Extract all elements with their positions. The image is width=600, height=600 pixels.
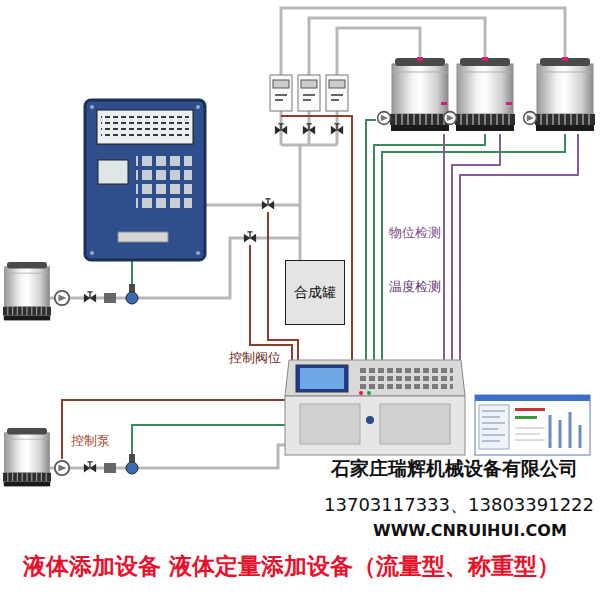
console-screen [296,365,348,392]
pump-symbol [378,112,391,125]
software-screenshot [475,395,590,455]
display-segments [101,114,189,140]
small-display [98,160,128,184]
window-rows [515,428,545,440]
valve-symbol [84,462,96,473]
unit-display [301,80,317,88]
console-logo [366,416,374,424]
indicator-light [367,391,371,395]
valve-control-label: 控制阀位 [228,350,282,366]
valve-symbol [84,292,96,303]
storage-tank [535,58,595,131]
dosing-units [270,75,348,111]
dosing-unit [298,75,320,111]
screen-glass [300,368,344,389]
bolt [90,251,94,255]
caption-text: 液体添加设备 液体定量添加设备（流量型、称重型） [22,553,561,581]
company-name: 石家庄瑞辉机械设备有限公司 [330,457,579,480]
valve-symbol [331,124,343,135]
filter-symbol [104,463,116,473]
control-console [285,360,465,455]
window-gauges [550,412,580,448]
unit-marks [275,95,343,100]
valve-symbol [275,124,287,135]
device-housing [85,100,205,260]
website-url: WWW.CNRUIHUI.COM [372,521,568,540]
console-door [300,404,360,444]
storage-tank [455,58,515,131]
valve-symbol [262,199,274,210]
level-lines [444,134,578,360]
temperature-detect-label: 温度检测 [388,279,442,295]
sensor-marker [506,102,512,105]
control-line [281,116,352,360]
vessel-box: 合成罐 [285,260,345,325]
indicator-light [359,391,363,395]
signal-line [382,134,565,360]
pump-control-label: 控制泵 [70,433,111,449]
phone-numbers: 13703117333、13803391222 [323,494,595,516]
filter-symbol [104,293,116,303]
dosing-unit [326,75,348,111]
device-display [97,110,193,144]
flowmeter-symbol [126,454,138,474]
sensor-marker [417,57,423,61]
storage-tank [3,262,51,320]
console-door [380,404,450,444]
valve-symbol [303,124,315,135]
signal-line [132,425,285,455]
control-device [85,100,205,260]
bolt [90,105,94,109]
window-rows [482,411,505,441]
window-frame [475,395,590,455]
signal-line [443,134,445,360]
unit-display [273,80,289,88]
level-detect-label: 物位检测 [388,225,442,241]
console-top [285,360,465,396]
window-titlebar [475,395,590,401]
flowmeter-symbol [126,284,138,304]
storage-tank [3,428,51,486]
sensor-marker [441,102,447,105]
control-line [62,400,285,459]
window-panel [479,405,509,449]
dosing-unit [270,75,292,111]
console-body [285,396,465,455]
unit-display [329,80,345,88]
pipe [205,204,300,207]
window-bar [515,416,537,419]
bolt [196,251,200,255]
box-text: 合成罐 [294,284,336,301]
keypad [136,156,192,212]
sensor-marker [562,57,568,61]
button-grid [358,366,453,390]
valve-symbol [244,232,256,243]
window-bar [515,408,545,411]
pump-symbol [444,112,457,125]
pump-symbol [55,461,69,475]
signal-line [374,134,485,360]
storage-tank [390,58,450,131]
signal-line [460,134,578,360]
pump-symbol [524,112,537,125]
sensor-marker [482,57,488,61]
signal-line [131,260,133,284]
bolt [196,105,200,109]
name-plate [118,232,168,242]
pump-symbol [55,291,69,305]
